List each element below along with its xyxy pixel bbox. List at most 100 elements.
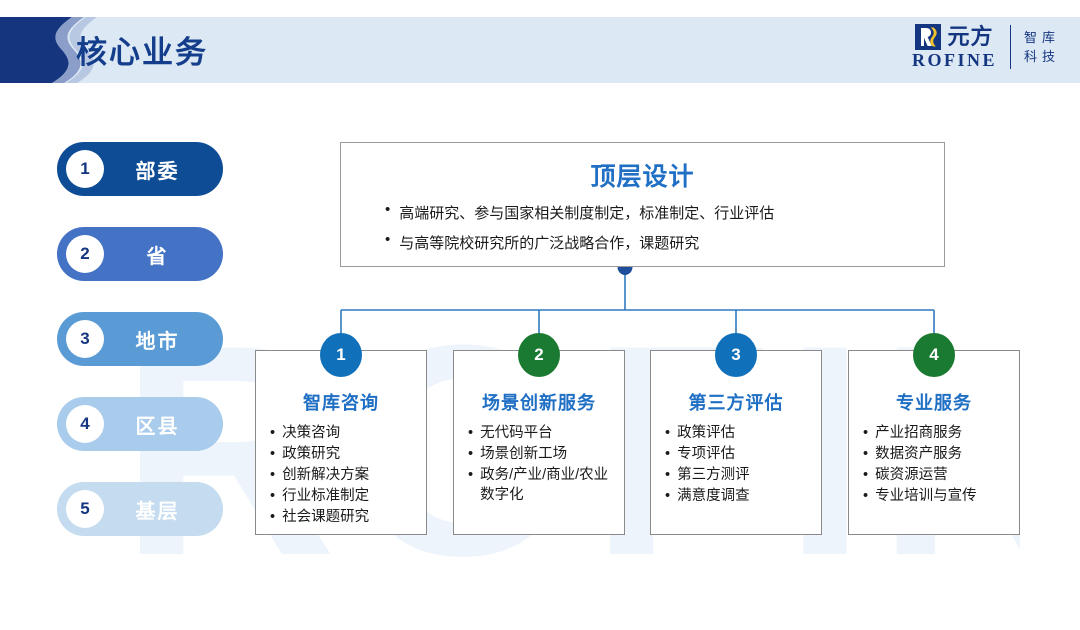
service-card-item-list: • 决策咨询 • 政策研究 • 创新解决方案 • 行业标准制定 • 社会课题研究 [256,423,426,527]
level-pill-label: 基层 [135,500,180,523]
service-card-item-text: 行业标准制定 [282,488,370,504]
brand-logo: 元方 ROFINE 智库 科技 [912,24,1060,70]
bullet-glyph: • [385,231,391,248]
service-card-item-text: 数据资产服务 [875,446,963,462]
bullet-glyph: • [468,467,474,483]
top-level-design-bullets: • 高端研究、参与国家相关制度制定，标准制定、行业评估 • 与高等院校研究所的广泛战略… [341,202,944,253]
level-pill-number: 1 [66,150,104,188]
level-pill-label: 区县 [135,415,180,438]
service-card-item: • 场景创新工场 [468,444,616,464]
top-level-design-bullet: • 与高等院校研究所的广泛战略合作，课题研究 [385,232,944,253]
service-card-item: • 政策评估 [665,423,813,443]
service-card-title: 专业服务 [896,393,972,413]
logo-subtitle-line-1: 智库 [1023,29,1060,45]
service-card-number-badge: 4 [913,333,955,377]
top-level-design-bullet: • 高端研究、参与国家相关制度制定，标准制定、行业评估 [385,202,944,223]
service-card-item-text: 政务/产业/商业/农业数字化 [480,467,609,503]
bullet-glyph: • [665,425,671,441]
service-card-item: • 社会课题研究 [270,507,418,527]
service-card-title: 场景创新服务 [482,393,596,413]
level-pill-label: 省 [146,245,169,268]
logo-subtitle-line-2: 科技 [1023,48,1060,64]
service-card-item-list: •无代码平台•场景创新工场•政务/产业/商业/农业数字化 [454,423,624,505]
header-swoosh-decoration [0,17,97,83]
service-card-item-text: 专业培训与宣传 [875,488,977,504]
service-card-item: • 政策研究 [270,444,418,464]
logo-name-en: ROFINE [911,50,997,70]
service-card-row: 1 智库咨询 • 决策咨询 • 政策研究 • 创新解决方案 • 行业标准制定 • 社会课题研究 2 场景创… [255,333,1020,535]
service-card-item: • 创新解决方案 [270,465,418,485]
service-card-item-text: 社会课题研究 [282,509,370,525]
level-pill-label: 部委 [135,160,180,183]
service-card-item-text: 创新解决方案 [282,467,370,483]
service-card-1[interactable]: 1 智库咨询 • 决策咨询 • 政策研究 • 创新解决方案 • 行业标准制定 • 社会课题研究 [255,333,427,535]
bullet-glyph: • [468,425,474,441]
header-bar [0,17,1080,83]
bullet-glyph: • [863,467,869,483]
page-title: 核心业务 [76,35,208,70]
top-level-design-title: 顶层设计 [590,163,695,191]
service-card-item: • 满意度调查 [665,486,813,506]
rofine-r-mark-icon [915,24,942,50]
bullet-glyph: • [385,201,391,218]
level-pill-1[interactable]: 1 部委 [57,142,223,196]
level-pill-4[interactable]: 4 区县 [57,397,223,451]
level-pill-5[interactable]: 5 基层 [57,482,223,536]
logo-subtitle: 智库 科技 [1024,30,1060,65]
service-card-item-text: 政策研究 [282,446,341,462]
logo-lockup: 元方 ROFINE [912,24,997,70]
bullet-glyph: • [863,425,869,441]
service-card-number-badge: 1 [320,333,362,377]
level-pill-label: 地市 [135,330,180,353]
service-card-item: • 数据资产服务 [863,444,1011,464]
bullet-glyph: • [270,509,276,525]
level-pill-number: 2 [66,235,104,273]
service-card-item: • 专项评估 [665,444,813,464]
service-card-title: 智库咨询 [303,393,379,413]
service-card-item-text: 场景创新工场 [480,446,568,462]
service-card-item: • 决策咨询 [270,423,418,443]
service-card-item: •无代码平台 [468,423,616,443]
service-card-item-text: 专项评估 [677,446,736,462]
service-card-item-text: 碳资源运营 [875,467,948,483]
service-card-item-text: 产业招商服务 [875,425,963,441]
bullet-glyph: • [665,446,671,462]
bullet-glyph: • [665,488,671,504]
service-card-item: • 第三方测评 [665,465,813,485]
top-level-design-box: 顶层设计 • 高端研究、参与国家相关制度制定，标准制定、行业评估 • 与高等院校研究所… [340,142,945,267]
logo-divider [1009,25,1011,69]
service-card-4[interactable]: 4 专业服务 • 产业招商服务 • 数据资产服务 • 碳资源运营 • 专业培训与宣传 [848,333,1020,535]
bullet-glyph: • [270,488,276,504]
service-card-item: • 碳资源运营 [863,465,1011,485]
level-pill-number: 4 [66,405,104,443]
bullet-glyph: • [863,488,869,504]
service-card-item-text: 决策咨询 [282,425,341,441]
level-pill-number: 5 [66,490,104,528]
service-card-number-badge: 2 [518,333,560,377]
service-card-item: • 行业标准制定 [270,486,418,506]
service-card-item-text: 满意度调查 [677,488,750,504]
bullet-text: 高端研究、参与国家相关制度制定，标准制定、行业评估 [399,205,775,222]
bullet-text: 与高等院校研究所的广泛战略合作，课题研究 [399,235,700,252]
service-card-item-list: • 产业招商服务 • 数据资产服务 • 碳资源运营 • 专业培训与宣传 [849,423,1019,506]
service-card-item: • 专业培训与宣传 [863,486,1011,506]
service-card-item: • 政务/产业/商业/农业数字化 [468,465,616,505]
bullet-glyph: • [665,467,671,483]
service-card-item-text: 第三方测评 [677,467,750,483]
bullet-glyph: • [270,425,276,441]
bullet-glyph: • [863,446,869,462]
bullet-glyph: • [270,467,276,483]
service-card-item: • 产业招商服务 [863,423,1011,443]
service-card-number-badge: 3 [715,333,757,377]
service-card-item-list: • 政策评估 • 专项评估 • 第三方测评 • 满意度调查 [651,423,821,506]
service-card-item-text: 政策评估 [677,425,736,441]
logo-top-row: 元方 [915,24,993,50]
bullet-glyph: • [270,446,276,462]
bullet-glyph: • [468,446,474,462]
logo-name-cn: 元方 [947,24,994,49]
